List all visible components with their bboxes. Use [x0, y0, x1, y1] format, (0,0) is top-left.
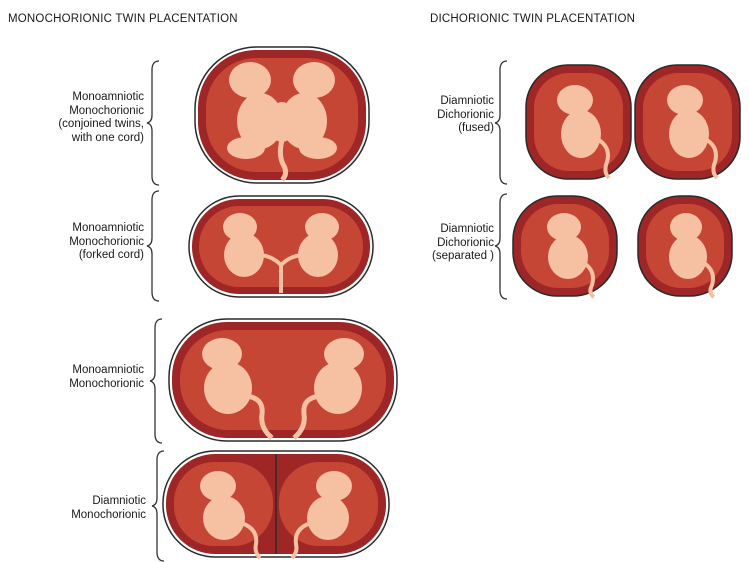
label-line: Monochorionic — [69, 236, 144, 250]
label-line: Monoamniotic — [69, 364, 144, 378]
label-mono-conjoined: Monoamniotic Monochorionic (conjoined tw… — [58, 91, 144, 145]
label-line: Diamniotic — [437, 95, 494, 109]
label-line: with one cord) — [58, 132, 144, 146]
label-line: Diamniotic — [432, 223, 494, 237]
label-line: Diamniotic — [71, 495, 146, 509]
label-mono-mono: Monoamniotic Monochorionic — [69, 364, 144, 391]
label-line: (separated ) — [432, 250, 494, 264]
label-line: Monoamniotic — [69, 222, 144, 236]
label-line: Monochorionic — [71, 509, 146, 523]
label-line: Monochorionic — [69, 378, 144, 392]
placenta-di-di-separated — [510, 193, 736, 300]
label-line: (fused) — [437, 122, 494, 136]
label-line: (forked cord) — [69, 249, 144, 263]
label-line: (conjoined twins, — [58, 118, 144, 132]
placenta-mono-forked — [186, 193, 376, 300]
heading-dichorionic: DICHORIONIC TWIN PLACENTATION — [430, 13, 635, 25]
brace-mono-conjoined — [147, 60, 161, 186]
conjoined-junction — [268, 102, 296, 142]
label-line: Monochorionic — [58, 105, 144, 119]
heading-monochorionic: MONOCHORIONIC TWIN PLACENTATION — [8, 13, 238, 25]
brace-mono-mono — [150, 318, 164, 444]
label-line: Monoamniotic — [58, 91, 144, 105]
brace-di-di-separated — [495, 193, 509, 300]
placenta-mono-mono — [166, 316, 400, 444]
placenta-di-di-fused — [523, 62, 743, 182]
label-line: Dichorionic — [437, 109, 494, 123]
label-mono-forked: Monoamniotic Monochorionic (forked cord) — [69, 222, 144, 263]
brace-di-di-fused — [495, 60, 509, 185]
label-di-di-fused: Diamniotic Dichorionic (fused) — [437, 95, 494, 136]
brace-mono-forked — [147, 190, 161, 302]
placenta-mono-conjoined — [192, 44, 372, 186]
label-line: Dichorionic — [432, 237, 494, 251]
placenta-di-mono — [160, 448, 392, 560]
label-di-di-separated: Diamniotic Dichorionic (separated ) — [432, 223, 494, 264]
label-di-mono: Diamniotic Monochorionic — [71, 495, 146, 522]
